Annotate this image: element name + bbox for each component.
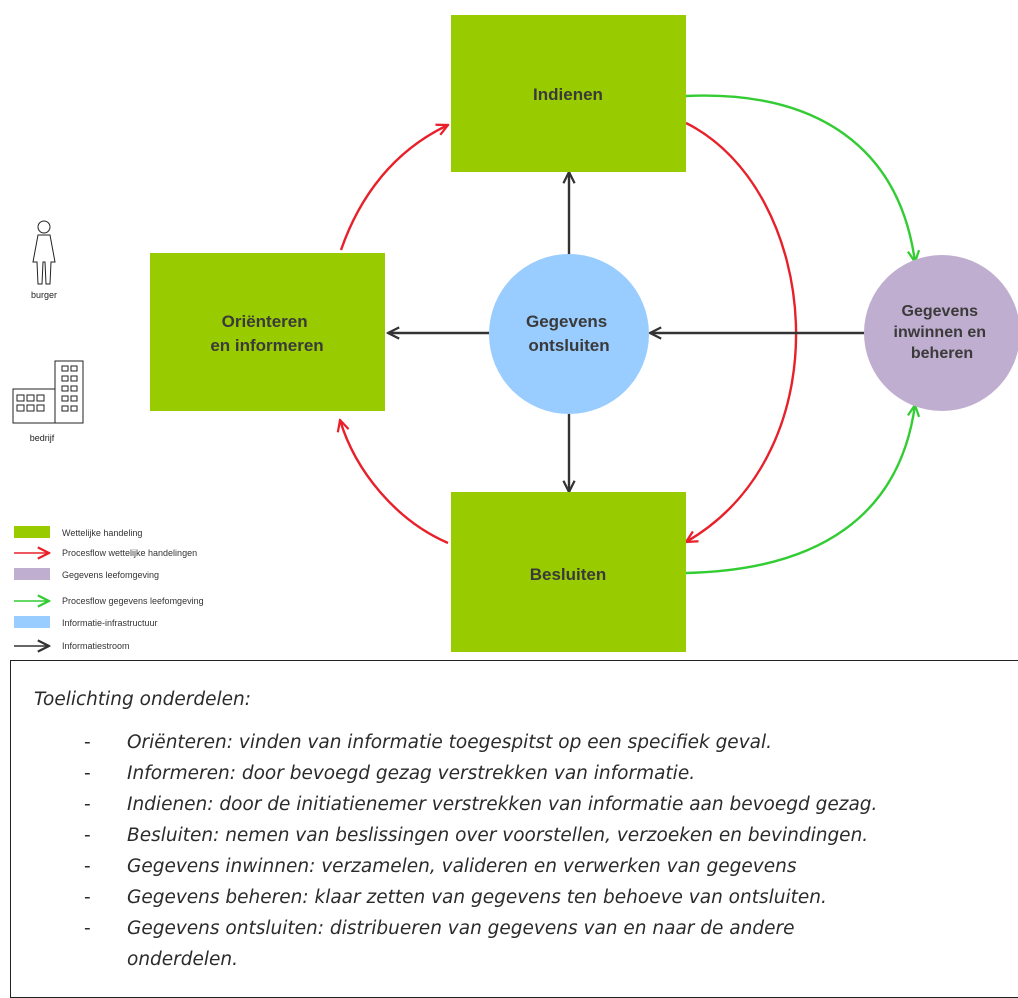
flow-besluiten-to-gegevens — [685, 405, 915, 575]
explanation-panel: Toelichting onderdelen: - Oriënteren: vin… — [10, 660, 1018, 998]
legend-swatch-gegevens-leefomgeving — [14, 568, 50, 580]
list-item: - Besluiten: nemen van beslissingen over … — [84, 820, 984, 851]
legend-label-informatie-infrastructuur: Informatie-infrastructuur — [62, 618, 158, 628]
list-dash: - — [84, 887, 91, 908]
list-item-text: onderdelen. — [127, 949, 239, 970]
list-item-text: Gegevens beheren: klaar zetten van gegev… — [127, 887, 827, 908]
explanation-list: - Oriënteren: vinden van informatie toege… — [84, 727, 984, 975]
legend-label-procesflow-gegevens: Procesflow gegevens leefomgeving — [62, 596, 204, 606]
process-diagram: Indienen Oriënteren en informeren Gegeve… — [12, 15, 1018, 660]
node-inwinnen-line2: inwinnen en — [894, 324, 986, 341]
flow-indienen-to-gegevens — [685, 94, 915, 262]
node-orienteren-line1: Oriënteren — [222, 312, 308, 331]
node-besluiten: Besluiten — [451, 492, 686, 652]
list-item: - Gegevens ontsluiten: distribueren van g… — [84, 913, 984, 944]
building-icon — [12, 360, 84, 424]
list-item: onderdelen. — [84, 944, 984, 975]
node-inwinnen-line3: beheren — [911, 345, 973, 362]
burger-label: burger — [31, 290, 57, 300]
list-item: - Oriënteren: vinden van informatie toege… — [84, 727, 984, 758]
explanation-title: Toelichting onderdelen: — [34, 689, 252, 710]
node-inwinnen-line1: Gegevens — [902, 303, 979, 320]
list-dash: - — [84, 918, 91, 939]
list-item-text: Informeren: door bevoegd gezag verstrekk… — [127, 763, 696, 784]
node-ontsluiten-line2: ontsluiten — [528, 336, 609, 355]
node-indienen: Indienen — [451, 15, 686, 172]
list-dash: - — [84, 794, 91, 815]
legend-swatch-informatie-infrastructuur — [14, 616, 50, 628]
flow-orienteren-to-indienen — [339, 125, 448, 251]
node-orienteren-line2: en informeren — [210, 336, 323, 355]
legend-swatch-wettelijke-handeling — [14, 526, 50, 538]
flow-besluiten-to-orienteren — [340, 420, 449, 545]
node-gegevens-ontsluiten: Gegevens ontsluiten — [489, 254, 649, 414]
node-besluiten-label: Besluiten — [530, 565, 607, 584]
list-item: - Gegevens beheren: klaar zetten van gege… — [84, 882, 984, 913]
svg-text:Gegevens ontsluiten: Gegevens ontsluiten — [526, 312, 612, 355]
legend-label-informatiestroom: Informatiestroom — [62, 641, 130, 651]
node-gegevens-inwinnen: Gegevens inwinnen en beheren — [864, 255, 1018, 411]
list-item-text: Oriënteren: vinden van informatie toeges… — [127, 732, 772, 753]
list-item-text: Besluiten: nemen van beslissingen over v… — [127, 825, 869, 846]
list-item-text: Indienen: door de initiatienemer verstre… — [127, 794, 878, 815]
bedrijf-label: bedrijf — [30, 433, 55, 443]
node-orienteren: Oriënteren en informeren — [150, 253, 385, 411]
list-dash: - — [84, 763, 91, 784]
list-dash: - — [84, 856, 91, 877]
legend-label-wettelijke-handeling: Wettelijke handeling — [62, 528, 142, 538]
list-item: - Informeren: door bevoegd gezag verstrek… — [84, 758, 984, 789]
list-dash: - — [84, 732, 91, 753]
person-icon — [32, 220, 56, 285]
svg-text:Oriënteren en informeren: Oriënteren en informeren — [210, 312, 323, 355]
list-item: - Indienen: door de initiatienemer verstr… — [84, 789, 984, 820]
flow-indienen-to-besluiten — [686, 121, 798, 542]
list-item: - Gegevens inwinnen: verzamelen, validere… — [84, 851, 984, 882]
legend: Wettelijke handeling Procesflow wettelij… — [14, 526, 204, 651]
list-dash: - — [84, 825, 91, 846]
legend-label-gegevens-leefomgeving: Gegevens leefomgeving — [62, 570, 159, 580]
node-ontsluiten-line1: Gegevens — [526, 312, 607, 331]
node-indienen-label: Indienen — [533, 85, 603, 104]
legend-label-procesflow-wettelijk: Procesflow wettelijke handelingen — [62, 548, 197, 558]
list-item-text: Gegevens ontsluiten: distribueren van ge… — [127, 918, 795, 939]
svg-text:Gegevens inwinnen en: Gegevens inwinnen en beheren — [894, 303, 991, 362]
list-item-text: Gegevens inwinnen: verzamelen, valideren… — [127, 856, 797, 877]
